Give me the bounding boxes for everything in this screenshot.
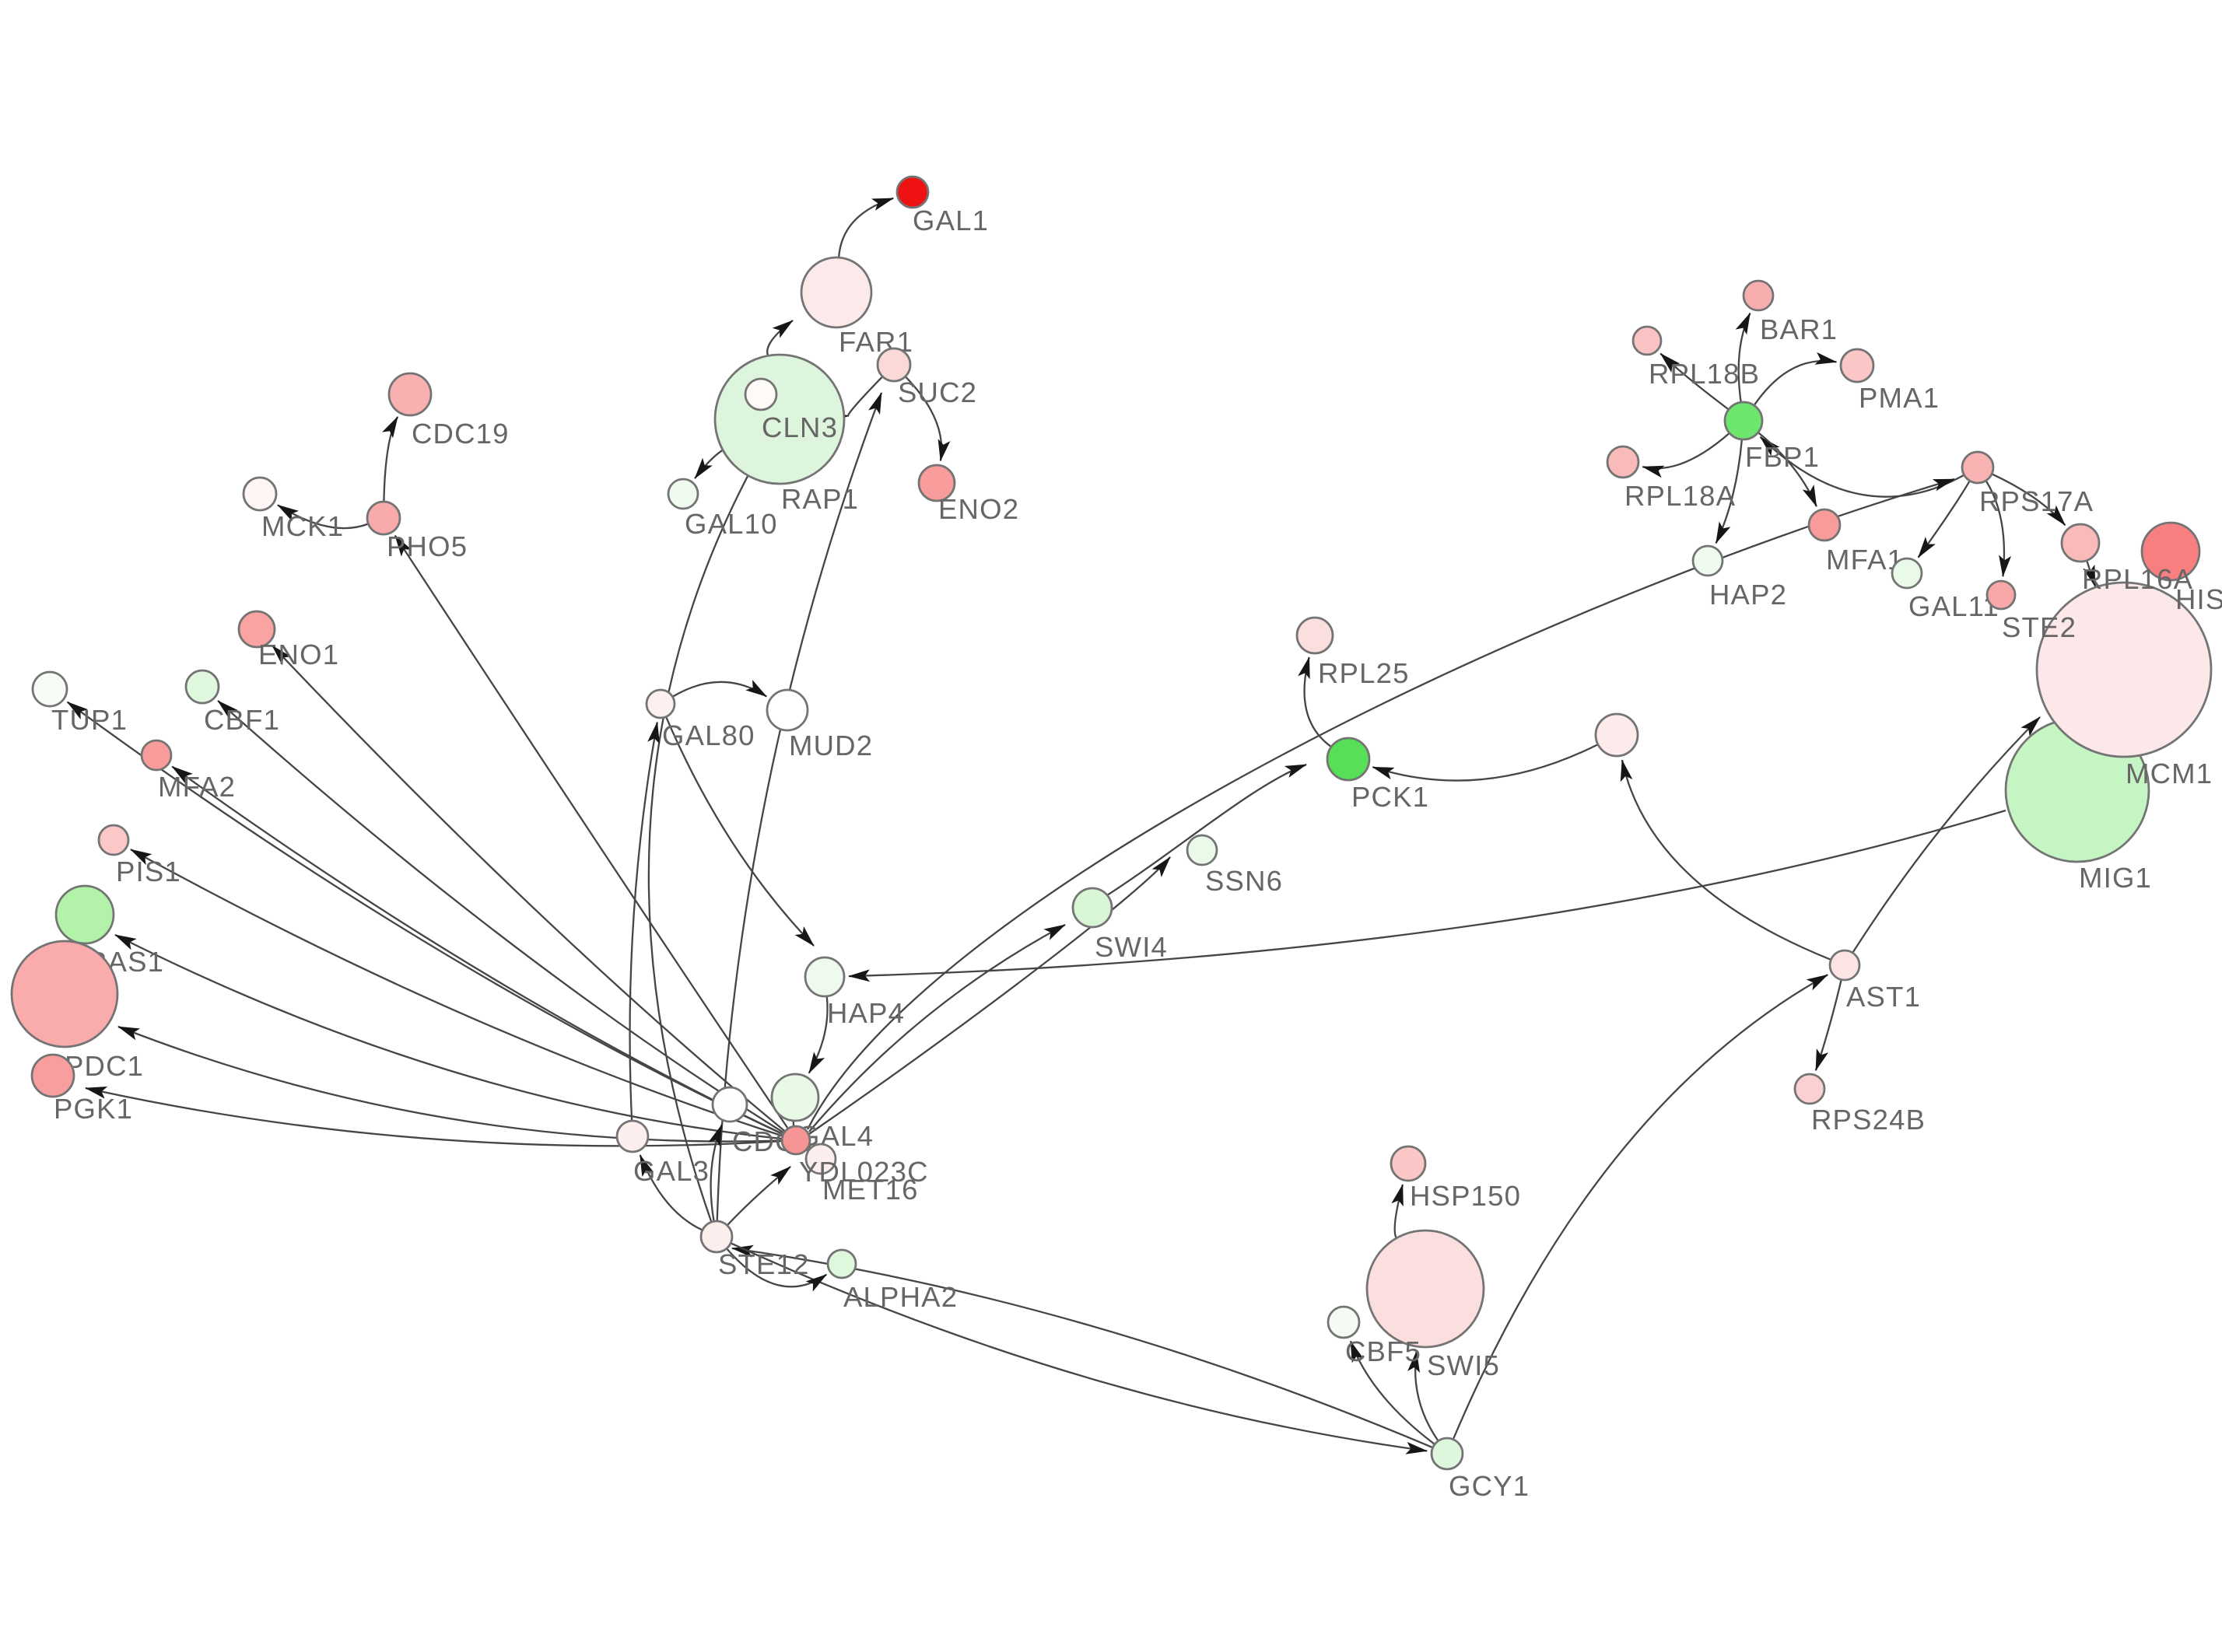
svg-text:GAL80: GAL80 [662,719,755,751]
svg-text:GAL11: GAL11 [1908,590,1999,622]
svg-text:PIS1: PIS1 [116,856,181,887]
svg-text:HAP2: HAP2 [1709,579,1787,611]
svg-text:GCY1: GCY1 [1449,1470,1530,1502]
svg-text:GAL1: GAL1 [913,205,989,236]
svg-text:PHO5: PHO5 [387,530,468,562]
svg-text:MFA1: MFA1 [1826,544,1904,576]
svg-text:TUP1: TUP1 [51,704,128,736]
svg-text:MET16: MET16 [822,1174,919,1206]
svg-text:PGK1: PGK1 [54,1093,133,1125]
svg-text:PMA1: PMA1 [1859,382,1940,414]
svg-text:HAP4: HAP4 [827,997,905,1029]
svg-text:YDL023C: YDL023C [799,1156,929,1188]
svg-text:STE2: STE2 [2002,611,2077,643]
svg-text:FBP1: FBP1 [1745,441,1820,473]
svg-text:MIG1: MIG1 [2079,862,2152,894]
svg-text:MCK1: MCK1 [261,510,344,542]
svg-text:RPL25: RPL25 [1318,657,1410,689]
svg-text:CLN3: CLN3 [762,411,838,443]
svg-text:MUD2: MUD2 [789,730,873,761]
svg-text:PCK1: PCK1 [1351,781,1429,813]
svg-text:MFA2: MFA2 [158,771,236,803]
svg-text:SSN6: SSN6 [1205,865,1283,897]
svg-text:RPL18A: RPL18A [1624,480,1736,512]
svg-text:ALPHA2: ALPHA2 [843,1281,958,1313]
svg-text:SWI4: SWI4 [1095,931,1168,963]
svg-text:CBF1: CBF1 [204,704,280,736]
svg-text:AST1: AST1 [1846,981,1921,1013]
svg-text:RPL16A: RPL16A [2082,563,2193,595]
svg-text:HIS4: HIS4 [2175,583,2222,615]
svg-text:PDC1: PDC1 [65,1050,144,1082]
svg-text:RPL18B: RPL18B [1649,358,1760,390]
svg-text:ENO2: ENO2 [938,493,1019,525]
svg-text:GAL10: GAL10 [685,508,778,540]
svg-text:RAP1: RAP1 [781,483,859,515]
svg-text:SWI5: SWI5 [1427,1349,1500,1381]
svg-text:BAR1: BAR1 [1760,313,1838,345]
svg-text:GAL3: GAL3 [633,1155,710,1187]
svg-text:MCM1: MCM1 [2126,758,2213,789]
svg-text:HSP150: HSP150 [1410,1180,1521,1212]
svg-text:RPS24B: RPS24B [1811,1104,1926,1136]
svg-text:CDC19: CDC19 [412,418,510,450]
svg-text:ENO1: ENO1 [258,639,339,670]
svg-text:RPS17A: RPS17A [1979,485,2094,517]
svg-text:CBF5: CBF5 [1345,1335,1421,1367]
svg-text:STE12: STE12 [718,1248,810,1280]
svg-text:SUC2: SUC2 [898,376,977,408]
